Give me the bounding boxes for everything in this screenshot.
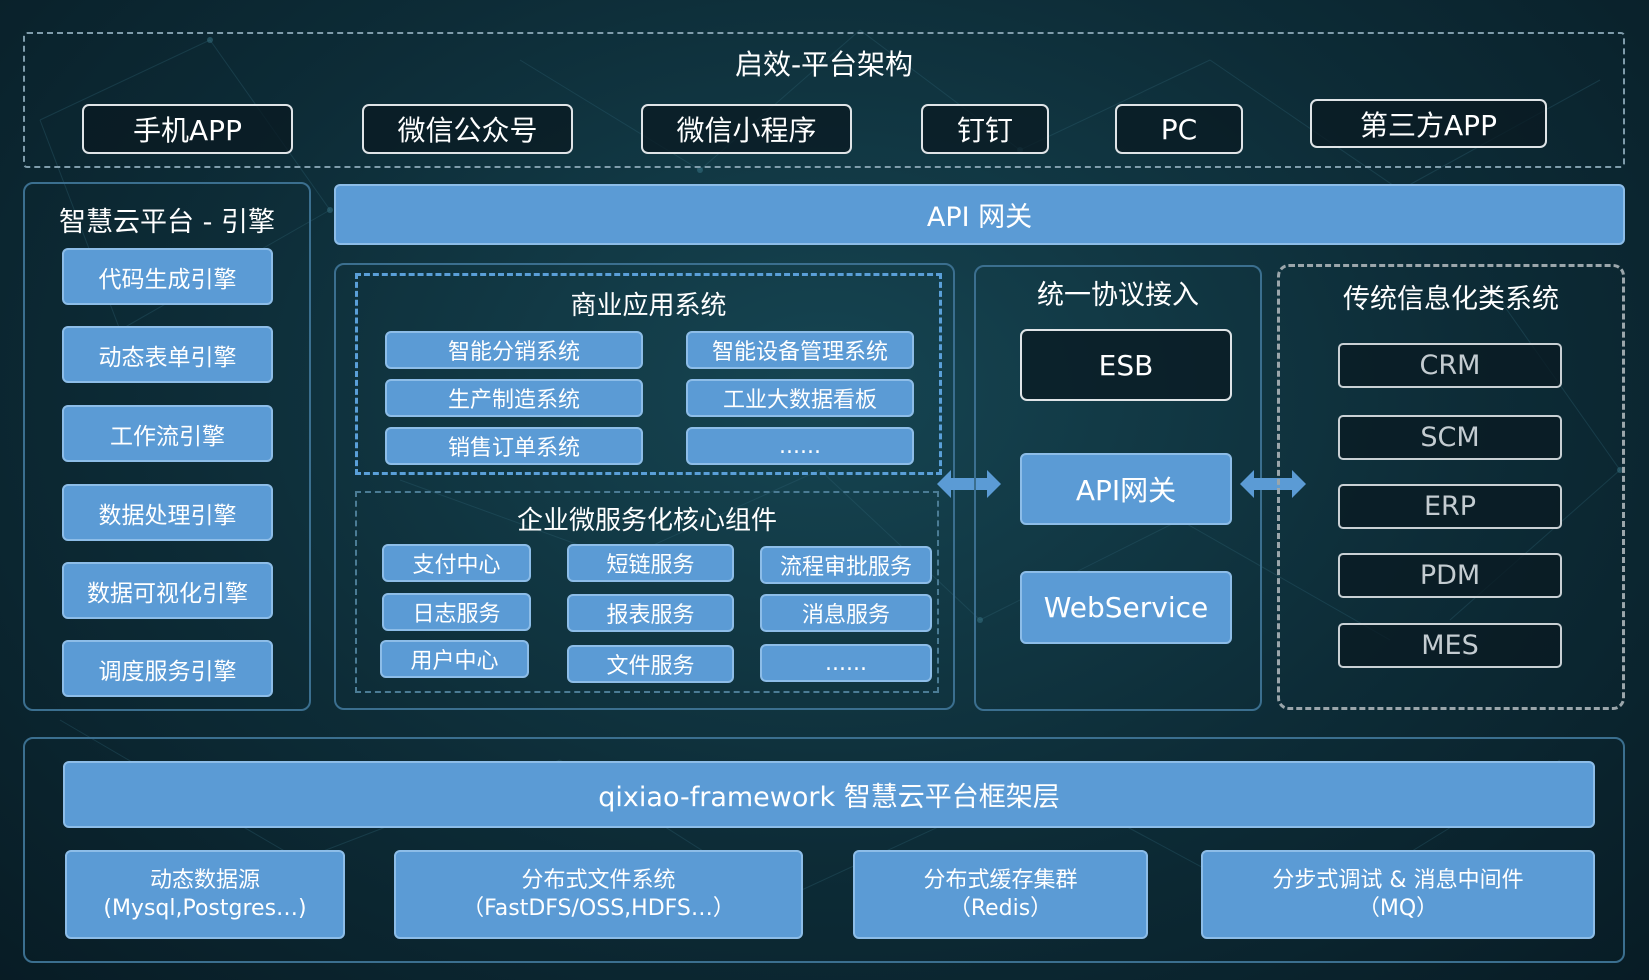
legacy-crm: CRM [1338,343,1562,388]
component-detail: （MQ） [1357,895,1439,921]
legacy-mes: MES [1338,623,1562,668]
framework-panel [23,737,1625,963]
client-dingtalk: 钉钉 [921,104,1049,154]
legacy-scm: SCM [1338,415,1562,460]
protocol-api-gateway: API网关 [1020,453,1232,525]
client-layer-frame [23,32,1625,168]
legacy-pdm: PDM [1338,553,1562,598]
component-distributed-cache: 分布式缓存集群 （Redis） [853,850,1148,939]
service-messaging: 消息服务 [760,594,932,632]
engine-panel [23,182,311,711]
engine-scheduling-service: 调度服务引擎 [62,640,273,697]
business-app-device-management: 智能设备管理系统 [686,331,914,369]
business-apps-title: 商业应用系统 [570,290,727,321]
service-payment-center: 支付中心 [382,544,531,582]
component-name: 分步式调试 & 消息中间件 [1272,867,1524,893]
service-user-center: 用户中心 [380,640,529,678]
client-third-party-app: 第三方APP [1310,99,1547,148]
component-name: 动态数据源 [149,867,260,893]
client-wechat-mini-program: 微信小程序 [641,104,852,154]
engine-workflow: 工作流引擎 [62,405,273,462]
business-app-industrial-dashboard: 工业大数据看板 [686,379,914,417]
business-apps-frame [355,273,942,475]
legacy-erp: ERP [1338,484,1562,529]
component-detail: （FastDFS/OSS,HDFS…） [462,895,735,921]
business-app-more: ...... [686,427,914,465]
component-message-middleware: 分步式调试 & 消息中间件 （MQ） [1201,850,1595,939]
business-app-distribution: 智能分销系统 [385,331,643,369]
engine-data-processing: 数据处理引擎 [62,484,273,541]
client-wechat-official-account: 微信公众号 [362,104,573,154]
client-pc: PC [1115,104,1243,154]
legacy-systems-title: 传统信息化类系统 [1343,283,1559,315]
legacy-systems-frame [1277,264,1625,710]
service-short-link: 短链服务 [567,544,734,582]
business-app-sales-orders: 销售订单系统 [385,427,643,465]
protocol-access-title: 统一协议接入 [1037,279,1199,311]
component-detail: （Redis） [948,895,1053,921]
double-arrow-icon [937,470,1001,498]
component-detail: (Mysql,Postgres…) [103,895,307,921]
business-app-manufacturing: 生产制造系统 [385,379,643,417]
service-logging: 日志服务 [382,593,531,631]
engine-panel-title: 智慧云平台 - 引擎 [59,206,275,238]
component-name: 分布式缓存集群 [923,867,1078,893]
client-mobile-app: 手机APP [82,104,293,154]
engine-code-generation: 代码生成引擎 [62,248,273,305]
double-arrow-icon [1240,470,1306,498]
service-reports: 报表服务 [567,594,734,632]
service-files: 文件服务 [567,645,734,683]
engine-data-visualization: 数据可视化引擎 [62,562,273,619]
service-more: ...... [760,644,932,682]
service-approval-workflow: 流程审批服务 [760,546,932,584]
engine-dynamic-form: 动态表单引擎 [62,326,273,383]
api-gateway-bar: API 网关 [334,184,1625,245]
component-distributed-filesystem: 分布式文件系统 （FastDFS/OSS,HDFS…） [394,850,803,939]
component-name: 分布式文件系统 [521,867,676,893]
protocol-webservice: WebService [1020,571,1232,644]
microservices-frame [355,491,939,693]
microservices-title: 企业微服务化核心组件 [516,505,777,536]
diagram-title: 启效-平台架构 [734,48,914,81]
protocol-esb: ESB [1020,329,1232,401]
framework-bar: qixiao-framework 智慧云平台框架层 [63,761,1595,828]
component-dynamic-datasource: 动态数据源 (Mysql,Postgres…) [65,850,345,939]
